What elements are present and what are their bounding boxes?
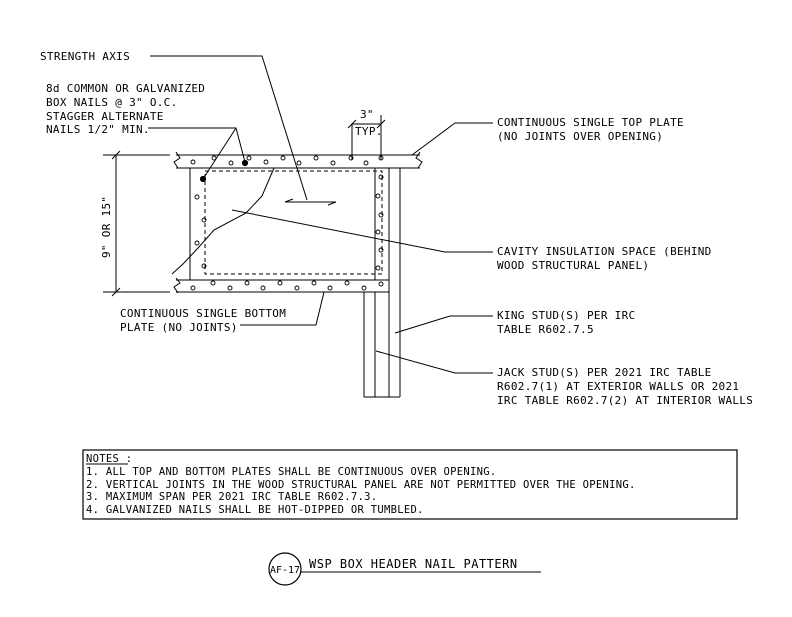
panel-break-line (171, 167, 275, 275)
jack-stud-label-2: R602.7(1) AT EXTERIOR WALLS OR 2021 (497, 380, 739, 393)
nail (313, 155, 319, 161)
nail (201, 263, 207, 269)
note-item-3: 3. MAXIMUM SPAN PER 2021 IRC TABLE R602.… (86, 491, 377, 503)
nail (210, 280, 216, 286)
nail (194, 194, 200, 200)
cavity-label-2: WOOD STRUCTURAL PANEL) (497, 259, 649, 272)
nail (280, 155, 286, 161)
nail-spec-line-4: NAILS 1/2" MIN. (46, 123, 150, 136)
nail (311, 280, 317, 286)
nail (277, 280, 283, 286)
nail (375, 265, 381, 271)
nail (201, 217, 207, 223)
jack-stud-label-3: IRC TABLE R602.7(2) AT INTERIOR WALLS (497, 394, 753, 407)
dimension-height (103, 150, 170, 297)
nail (294, 285, 300, 291)
drawing-title: AF-17 WSP BOX HEADER NAIL PATTERN (268, 552, 541, 586)
king-stud (388, 168, 401, 398)
nail (190, 285, 196, 291)
note-item-2: 2. VERTICAL JOINTS IN THE WOOD STRUCTURA… (86, 479, 636, 491)
nail (228, 160, 234, 166)
typ-label: TYP. (355, 125, 383, 138)
notes-box: NOTES : 1. ALL TOP AND BOTTOM PLATES SHA… (82, 449, 738, 520)
nail (375, 229, 381, 235)
king-stud-label-2: TABLE R602.7.5 (497, 323, 594, 336)
bottom-plate-label-2: PLATE (NO JOINTS) (120, 321, 238, 334)
leader-lines (148, 55, 493, 374)
detail-tag: AF-17 (270, 565, 300, 576)
detail-tag-circle (268, 552, 302, 586)
nail (246, 155, 252, 161)
nail (348, 155, 354, 161)
cavity-label-1: CAVITY INSULATION SPACE (BEHIND (497, 245, 712, 258)
header-assembly (171, 151, 423, 398)
nail (378, 247, 384, 253)
spacing-dim-label: 3" (360, 108, 374, 121)
nail-pattern (190, 155, 384, 291)
notes-heading: NOTES : (86, 453, 132, 465)
strength-axis-label: STRENGTH AXIS (40, 50, 130, 63)
nail (327, 285, 333, 291)
nail-spec-line-3: STAGGER ALTERNATE (46, 110, 164, 123)
top-plate (173, 151, 423, 169)
height-dim-label: 9" OR 15" (100, 196, 113, 258)
nail (260, 285, 266, 291)
nail (344, 280, 350, 286)
bottom-plate (173, 277, 390, 294)
jack-stud (363, 291, 389, 398)
nail (361, 285, 367, 291)
dimension-spacing (347, 115, 386, 160)
nail (378, 212, 384, 218)
top-plate-label-2: (NO JOINTS OVER OPENING) (497, 130, 663, 143)
nail-spec-line-2: BOX NAILS @ 3" O.C. (46, 96, 178, 109)
nail (194, 240, 200, 246)
nail (190, 159, 196, 165)
nail (227, 285, 233, 291)
nail (263, 159, 269, 165)
nail (375, 193, 381, 199)
nail (378, 174, 384, 180)
bottom-plate-label-1: CONTINUOUS SINGLE BOTTOM (120, 307, 286, 320)
top-plate-label-1: CONTINUOUS SINGLE TOP PLATE (497, 116, 684, 129)
nail (378, 281, 384, 287)
nail (244, 280, 250, 286)
header-end-studs (189, 168, 390, 280)
nail-spec-line-1: 8d COMMON OR GALVANIZED (46, 82, 205, 95)
king-stud-label-1: KING STUD(S) PER IRC (497, 309, 635, 322)
nail (330, 160, 336, 166)
jack-stud-label-1: JACK STUD(S) PER 2021 IRC TABLE (497, 366, 712, 379)
note-item-4: 4. GALVANIZED NAILS SHALL BE HOT-DIPPED … (86, 504, 424, 516)
nail (363, 160, 369, 166)
nail (296, 160, 302, 166)
note-item-1: 1. ALL TOP AND BOTTOM PLATES SHALL BE CO… (86, 466, 497, 478)
title-text: WSP BOX HEADER NAIL PATTERN (309, 557, 518, 571)
strength-axis-arrow (284, 198, 337, 206)
